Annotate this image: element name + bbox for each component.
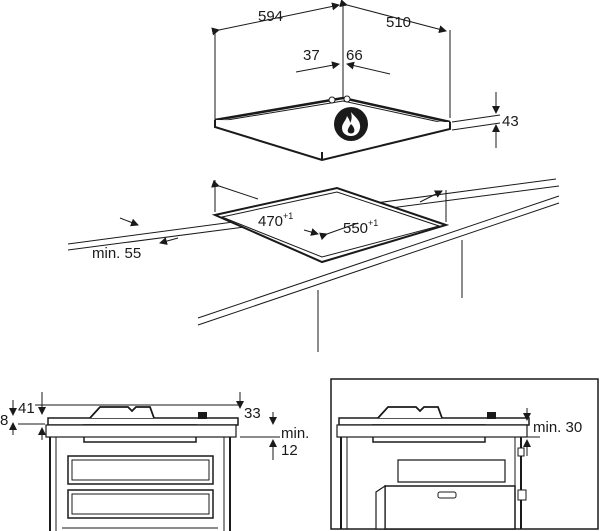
side-right-dim-label: 33	[244, 405, 261, 422]
side-right-min-label: min. 30	[533, 419, 582, 436]
side-view-right: min. 30	[330, 378, 599, 530]
offset-right-label: 66	[346, 47, 363, 64]
hob-width-label: 594	[258, 8, 283, 25]
side-top-dim-label: 41	[18, 400, 35, 417]
gas-flame-icon	[334, 107, 368, 141]
side-min-label: min.	[281, 425, 309, 442]
hob-height-label: 43	[502, 113, 519, 130]
hob-depth-label: 510	[386, 14, 411, 31]
countertop-cutout-view: 470+1 550+1 min. 55	[67, 178, 560, 352]
cutout-front-min-label: min. 55	[92, 245, 141, 262]
cutout-width-label: 550+1	[343, 218, 378, 237]
offset-left-label: 37	[303, 47, 320, 64]
side-view-left: 41 8 33 min. 12	[0, 392, 309, 531]
side-left-dim-label: 8	[0, 412, 8, 429]
hob-top-view: 594 510 37 66 43	[211, 0, 519, 162]
cutout-depth-label: 470+1	[258, 211, 293, 230]
side-min-value: 12	[281, 442, 298, 459]
